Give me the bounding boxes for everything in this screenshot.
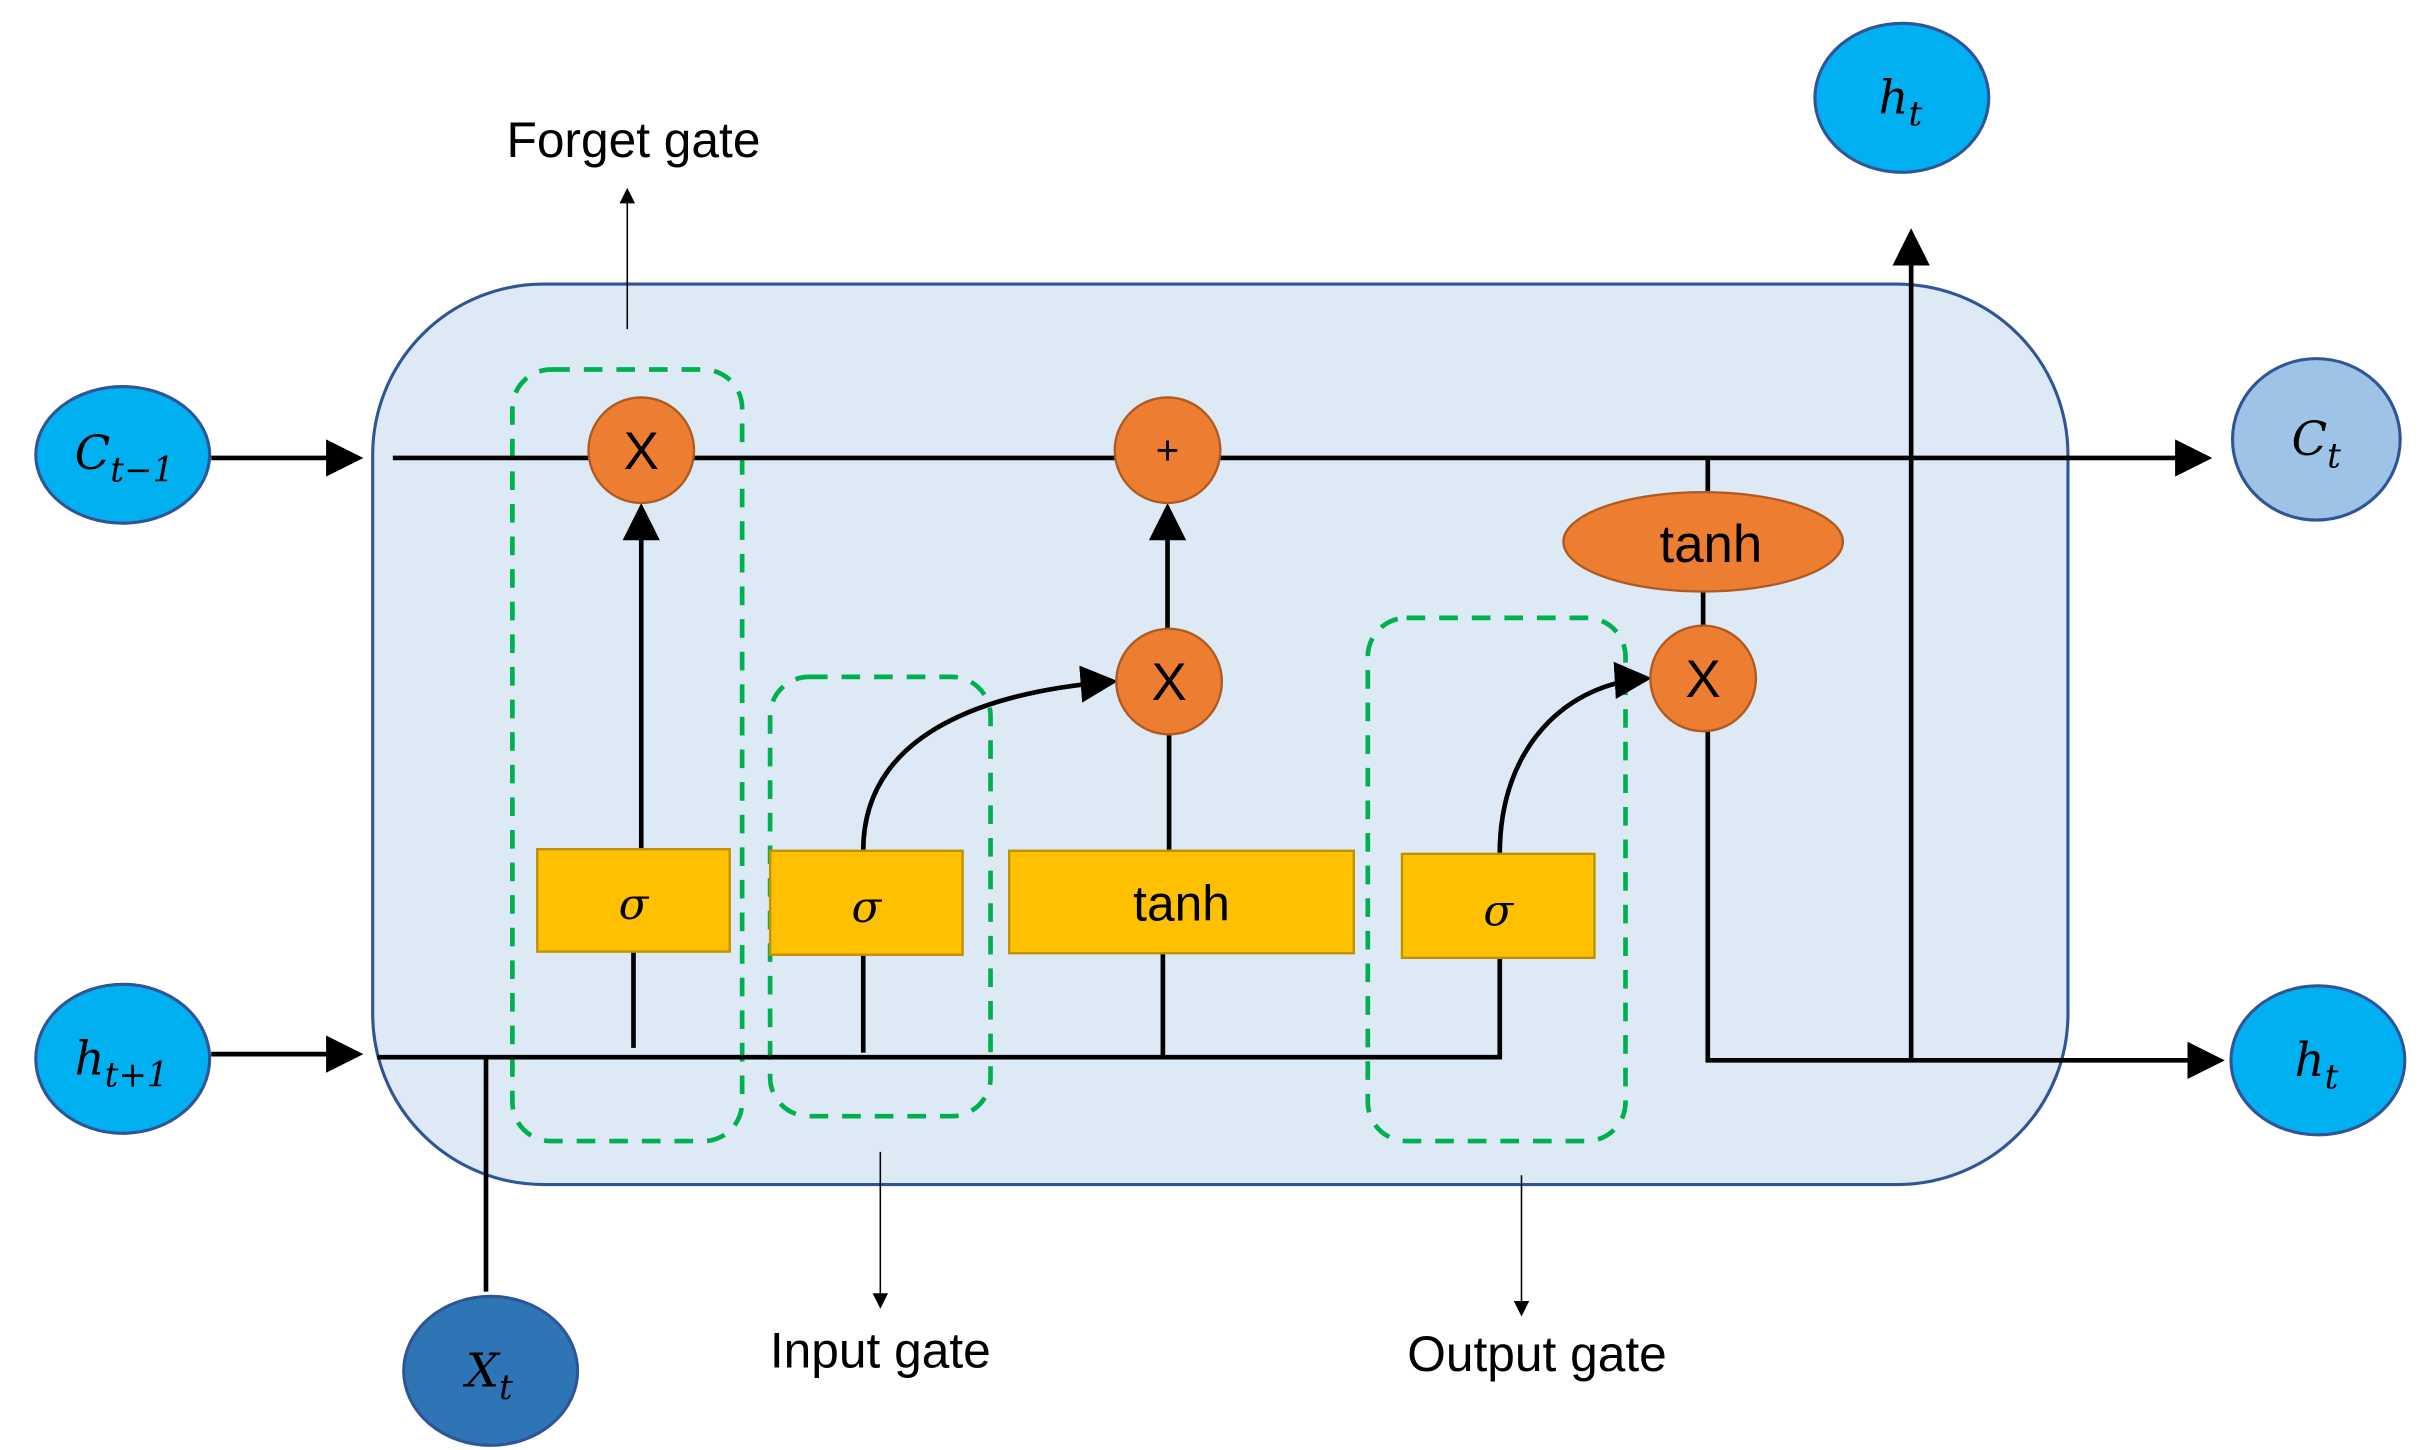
hidden-input-line bbox=[377, 957, 1503, 1060]
h-out-line bbox=[1705, 731, 2225, 1079]
c-t-node bbox=[2230, 357, 2402, 522]
xt-label: Xt bbox=[463, 1343, 513, 1407]
c-prev-node bbox=[34, 385, 212, 525]
c-prev-label: Ct−1 bbox=[75, 426, 175, 490]
h-prev-label: ht+1 bbox=[75, 1031, 169, 1095]
cell-tanh-label: tanh bbox=[1660, 515, 1763, 574]
output-sigma-box bbox=[1400, 852, 1596, 960]
forget-multiply-label: X bbox=[624, 422, 659, 481]
input-multiply-label: X bbox=[1151, 653, 1186, 712]
input-sigma-box bbox=[768, 849, 964, 956]
h-top-label: ht bbox=[1879, 70, 1923, 134]
output-gate-label: Output gate bbox=[1407, 1326, 1667, 1382]
h-top-node bbox=[1813, 21, 1991, 174]
add-label: + bbox=[1156, 427, 1180, 473]
cell-tanh-node bbox=[1562, 490, 1845, 593]
candidate-tanh-box bbox=[1008, 849, 1355, 955]
input-multiply-node bbox=[1115, 627, 1224, 736]
h-prev-node bbox=[34, 982, 212, 1135]
h-out-node bbox=[2229, 984, 2407, 1137]
add-node bbox=[1113, 396, 1222, 505]
forget-gate-label: Forget gate bbox=[506, 112, 760, 168]
h-out-label: ht bbox=[2295, 1033, 2339, 1097]
output-gate-box bbox=[1365, 615, 1628, 1144]
input-sigma: σ bbox=[852, 883, 883, 933]
forget-sigma-box bbox=[536, 848, 731, 953]
output-multiply-node bbox=[1649, 624, 1758, 733]
forget-gate-box bbox=[510, 367, 745, 1144]
xt-node bbox=[402, 1294, 580, 1447]
forget-multiply-node bbox=[587, 396, 696, 505]
input-gate-label: Input gate bbox=[770, 1323, 991, 1379]
output-sigma: σ bbox=[1483, 886, 1514, 936]
candidate-tanh: tanh bbox=[1133, 876, 1230, 932]
forget-sigma: σ bbox=[619, 880, 650, 930]
output-sigma-arrow bbox=[1497, 661, 1652, 854]
c-t-label: Ct bbox=[2292, 412, 2342, 476]
input-sigma-arrow bbox=[860, 665, 1118, 851]
output-multiply-label: X bbox=[1686, 650, 1721, 709]
